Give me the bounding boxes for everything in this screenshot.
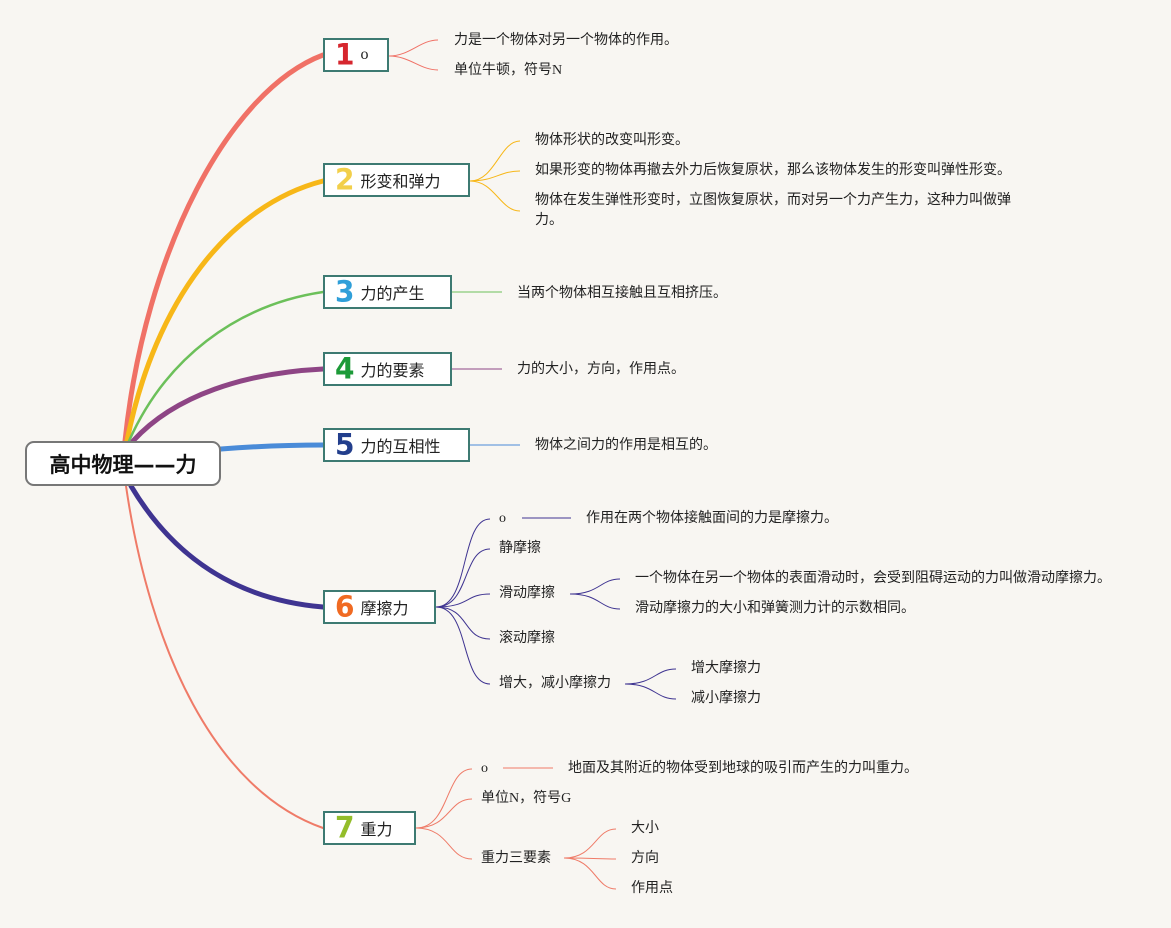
topic-2-label: 形变和弹力: [360, 174, 441, 191]
topic-7-element-3[interactable]: 作用点: [631, 881, 673, 896]
link-7e1: [563, 828, 617, 859]
topic-6-item-sliding[interactable]: 滑动摩擦: [499, 586, 555, 601]
topic-7[interactable]: 7 重力: [323, 811, 416, 845]
link-2c: [469, 180, 521, 212]
link-7a: [415, 768, 473, 829]
topic-7-label: 重力: [360, 822, 393, 839]
topic-5-number: 5: [335, 427, 355, 462]
branch-5: [218, 442, 326, 452]
topic-5-item-1[interactable]: 物体之间力的作用是相互的。: [535, 438, 717, 453]
topic-6-change-2[interactable]: 减小摩擦力: [691, 691, 761, 706]
link-2a: [469, 140, 521, 182]
link-6s2: [569, 593, 621, 610]
link-6a: [435, 518, 491, 608]
topic-4-item-1[interactable]: 力的大小，方向，作用点。: [517, 362, 685, 377]
topic-6-item-static[interactable]: 静摩擦: [499, 541, 541, 556]
topic-6-label: 摩擦力: [360, 601, 409, 618]
branch-4: [130, 366, 326, 444]
topic-3[interactable]: 3 力的产生: [323, 275, 452, 309]
topic-1-item-2[interactable]: 单位牛顿，符号N: [454, 63, 563, 78]
link-7e3: [563, 857, 617, 890]
branch-1: [122, 52, 326, 444]
topic-7-item-unit[interactable]: 单位N，符号G: [481, 791, 572, 806]
topic-7-item-o[interactable]: o: [481, 761, 488, 776]
topic-4-number: 4: [335, 351, 355, 386]
link-6d: [435, 606, 491, 640]
link-7b: [415, 798, 473, 829]
topic-7-element-2[interactable]: 方向: [631, 851, 659, 866]
topic-1-item-1[interactable]: 力是一个物体对另一个物体的作用。: [454, 33, 678, 48]
topic-7-item-elements[interactable]: 重力三要素: [481, 851, 551, 866]
topic-5[interactable]: 5 力的互相性: [323, 428, 470, 462]
topic-1-label: o: [360, 46, 369, 63]
topic-7-number: 7: [335, 810, 355, 845]
link-6b: [435, 548, 491, 608]
topic-6-item-change[interactable]: 增大，减小摩擦力: [499, 676, 611, 691]
topic-2-item-2[interactable]: 如果形变的物体再撤去外力后恢复原状，那么该物体发生的形变叫弹性形变。: [535, 163, 1011, 178]
topic-2-item-1[interactable]: 物体形状的改变叫形变。: [535, 133, 689, 148]
root-topic[interactable]: 高中物理——力: [25, 441, 221, 486]
link-2b: [469, 170, 521, 182]
topic-1[interactable]: 1 o: [323, 38, 389, 72]
topic-3-number: 3: [335, 274, 355, 309]
topic-6-item-rolling[interactable]: 滚动摩擦: [499, 631, 555, 646]
topic-1-number: 1: [335, 37, 355, 72]
topic-3-item-1[interactable]: 当两个物体相互接触且互相挤压。: [517, 286, 727, 301]
topic-6-change-1[interactable]: 增大摩擦力: [691, 661, 761, 676]
link-6s1: [569, 578, 621, 595]
topic-5-label: 力的互相性: [360, 439, 441, 456]
link-6e: [435, 606, 491, 685]
link-6c: [435, 593, 491, 608]
topic-3-label: 力的产生: [360, 286, 425, 303]
link-7c: [415, 827, 473, 860]
topic-4-label: 力的要素: [360, 363, 425, 380]
root-title: 高中物理——力: [49, 452, 197, 477]
topic-6-sliding-2[interactable]: 滑动摩擦力的大小和弹簧测力计的示数相同。: [635, 601, 915, 616]
topic-6-sliding-1[interactable]: 一个物体在另一个物体的表面滑动时，会受到阻碍运动的力叫做滑动摩擦力。: [635, 571, 1111, 586]
link-6c1: [624, 668, 677, 685]
branch-2: [124, 178, 326, 444]
topic-4[interactable]: 4 力的要素: [323, 352, 452, 386]
topic-6-item-o[interactable]: o: [499, 511, 506, 526]
topic-6-number: 6: [335, 589, 355, 624]
link-1b: [388, 55, 439, 71]
topic-6[interactable]: 6 摩擦力: [323, 590, 436, 624]
branch-7: [125, 485, 324, 829]
topic-7-element-1[interactable]: 大小: [631, 821, 659, 836]
topic-2[interactable]: 2 形变和弹力: [323, 163, 470, 197]
branch-6: [128, 483, 326, 610]
topic-2-item-3[interactable]: 物体在发生弹性形变时，立图恢复原状，而对另一个力产生力，这种力叫做弹力。: [535, 193, 1011, 228]
topic-6-o-detail[interactable]: 作用在两个物体接触面间的力是摩擦力。: [586, 511, 838, 526]
topic-2-number: 2: [335, 162, 355, 197]
link-6c2: [624, 683, 677, 700]
topic-7-o-detail[interactable]: 地面及其附近的物体受到地球的吸引而产生的力叫重力。: [568, 761, 918, 776]
link-7e2: [563, 857, 617, 860]
link-1a: [388, 39, 439, 57]
branch-3: [127, 290, 325, 443]
